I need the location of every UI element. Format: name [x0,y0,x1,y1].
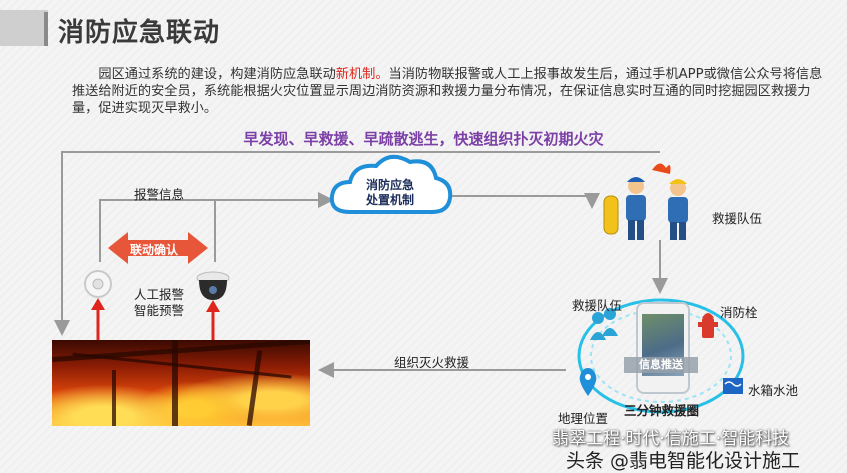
rescue-team-figures-icon [603,163,688,240]
organize-extinguish-label: 组织灭火救援 [394,355,470,370]
intro-highlight: 新机制。 [335,67,389,82]
ring-hydrant-label: 消防栓 [720,305,758,320]
linkage-confirm-arrow [108,232,208,264]
smoke-detector-icon [84,270,112,298]
location-pin-icon [579,368,597,396]
cloud-label: 消防应急 处置机制 [350,178,430,208]
watermark-line-2: 头条 @翡电智能化设计施工 [566,450,801,472]
red-arrow-left [91,298,105,340]
smart-warning-label: 智能预警 [134,303,185,318]
camera-icon [196,271,230,300]
ring-location-label: 地理位置 [558,411,609,426]
intro-text-2: 当消防物联报警或人工上报事故发生后，通过手机APP或微信公众号将信息推送给附近的… [72,67,823,116]
info-push-label: 信息推送 [624,357,698,373]
alarm-info-label: 报警信息 [134,187,185,202]
rescue-team-label: 救援队伍 [712,211,763,226]
fire-scene-image [52,340,310,426]
ring-water-tank-label: 水箱水池 [748,383,799,398]
cloud-line-1: 消防应急 [365,178,414,192]
feedback-line [54,151,660,336]
red-arrow-right [206,300,220,340]
watermark-line-1: 翡翠工程·时代·信施工·智能科技 [552,429,790,449]
water-tank-icon [723,378,743,394]
hydrant-icon [698,313,718,338]
cloud-to-team-line [440,193,600,209]
intro-paragraph: 园区通过系统的建设，构建消防应急联动新机制。当消防物联报警或人工上报事故发生后，… [72,66,832,117]
ring-three-min-label: 三分钟救援圈 [624,403,700,418]
cloud-line-2: 处置机制 [365,193,414,207]
cloud-shape [329,154,453,214]
page-title: 消防应急联动 [58,18,221,48]
intro-text-1: 园区通过系统的建设，构建消防应急联动 [98,67,336,82]
phone-icon [636,302,690,394]
slogan: 早发现、早救援、早疏散逃生，快速组织扑灭初期火灾 [243,130,604,148]
manual-alarm-label: 人工报警 [134,287,185,302]
alarm-info-line [99,192,334,262]
ring-rescue-team-label: 救援队伍 [572,298,623,313]
linkage-confirm-label: 联动确认 [130,243,179,257]
team-group-icon [590,308,618,340]
title-accent [44,12,48,46]
title-bar-decoration [0,10,48,46]
